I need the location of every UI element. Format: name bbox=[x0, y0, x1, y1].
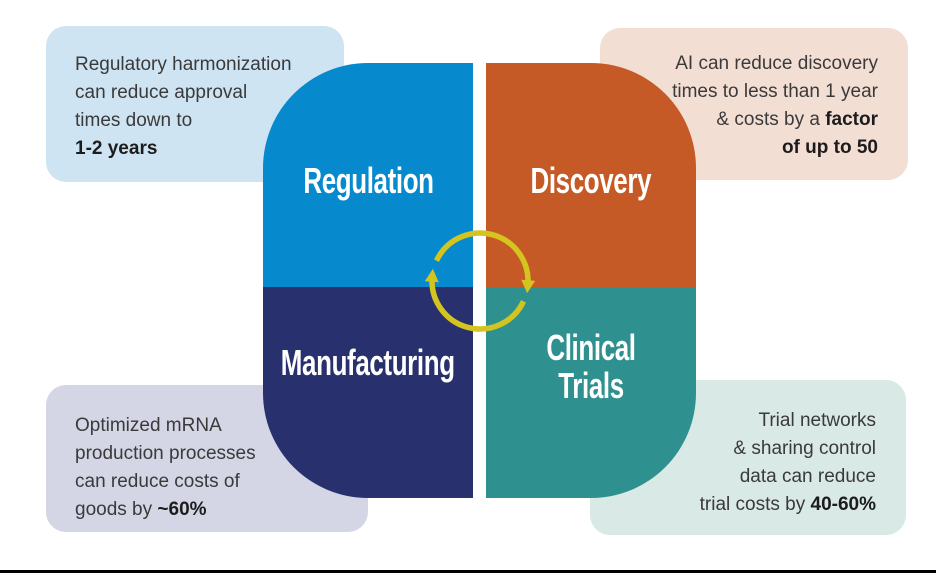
callout-line: trial costs by 40-60% bbox=[590, 491, 876, 519]
callout-line: 1-2 years bbox=[75, 135, 344, 163]
quadrant-discovery: Discovery bbox=[486, 63, 696, 288]
callout-text: times down to bbox=[75, 110, 193, 131]
quadrant-manufacturing: Manufacturing bbox=[263, 287, 473, 498]
callout-text: data can reduce bbox=[739, 466, 876, 487]
callout-line: goods by ~60% bbox=[75, 496, 368, 524]
quadrant-label-discovery: Discovery bbox=[530, 159, 652, 201]
callout-line: times to less than 1 year bbox=[600, 78, 878, 106]
quadrant-regulation: Regulation bbox=[263, 63, 473, 288]
callout-text: AI can reduce discovery bbox=[675, 53, 878, 74]
quadrant-clinical-trials: Clinical Trials bbox=[486, 287, 696, 498]
callout-text: can reduce costs of bbox=[75, 471, 240, 492]
callout-text: Trial networks bbox=[758, 410, 876, 431]
callout-line: can reduce approval bbox=[75, 79, 344, 107]
callout-line: can reduce costs of bbox=[75, 468, 368, 496]
callout-text: times to less than 1 year bbox=[672, 81, 878, 102]
callout-line: Trial networks bbox=[590, 407, 876, 435]
callout-text: Regulatory harmonization bbox=[75, 54, 292, 75]
cycle-arrows-svg bbox=[424, 230, 536, 332]
callout-line: AI can reduce discovery bbox=[600, 50, 878, 78]
callout-text: trial costs by bbox=[699, 494, 811, 515]
callout-text-bold: 40-60% bbox=[810, 494, 877, 515]
callout-text-bold: factor bbox=[825, 109, 878, 130]
callout-text: & costs by a bbox=[716, 109, 826, 130]
callout-text-bold: ~60% bbox=[157, 499, 207, 520]
callout-line: Optimized mRNA bbox=[75, 412, 368, 440]
callout-text: goods by bbox=[75, 499, 158, 520]
callout-line: & costs by a factor bbox=[600, 106, 878, 134]
callout-text: production processes bbox=[75, 443, 256, 464]
callout-text-bold: of up to 50 bbox=[781, 137, 878, 158]
bottom-rule bbox=[0, 570, 936, 573]
callout-line: data can reduce bbox=[590, 463, 876, 491]
callout-line: production processes bbox=[75, 440, 368, 468]
callout-line: Regulatory harmonization bbox=[75, 51, 344, 79]
quadrant-label-regulation: Regulation bbox=[302, 159, 434, 201]
cycle-arrows-icon bbox=[420, 221, 540, 341]
callout-text: can reduce approval bbox=[75, 82, 248, 103]
quadrant-label-manufacturing: Manufacturing bbox=[281, 342, 455, 384]
callout-line: times down to bbox=[75, 107, 344, 135]
callout-line: of up to 50 bbox=[600, 134, 878, 162]
callout-text-bold: 1-2 years bbox=[75, 138, 158, 159]
quadrant-label-clinical-trials: Clinical Trials bbox=[546, 326, 636, 406]
callout-line: & sharing control bbox=[590, 435, 876, 463]
callout-text: Optimized mRNA bbox=[75, 415, 222, 436]
callout-text: & sharing control bbox=[733, 438, 876, 459]
